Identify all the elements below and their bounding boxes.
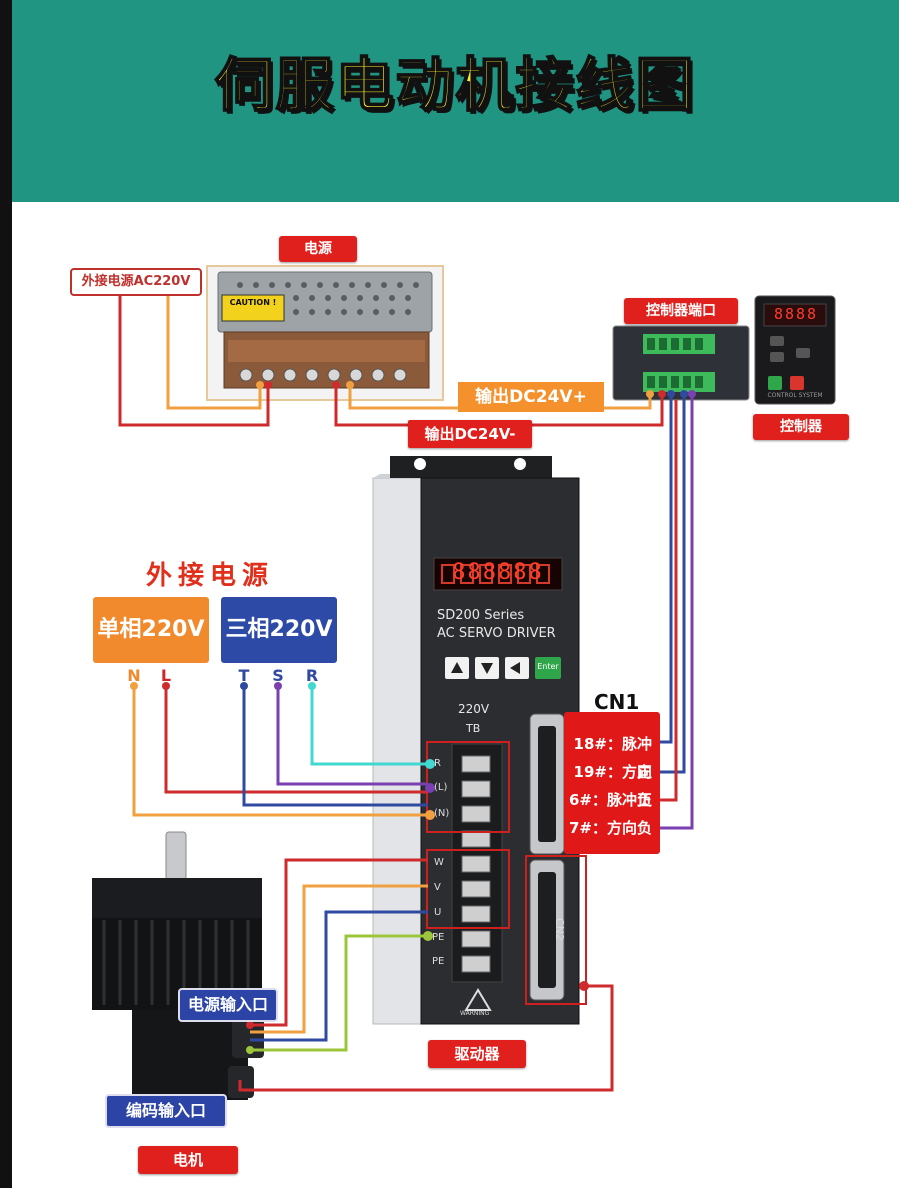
motor-label: 电机 — [138, 1146, 238, 1174]
power-supply-unit — [206, 265, 444, 401]
terminal-n-label: N — [127, 666, 141, 685]
controller-display: 8888 — [773, 305, 819, 323]
enter-button-label: Enter — [537, 662, 559, 671]
page-title: 伺服电动机接线图 — [214, 50, 696, 120]
cn1-title: CN1 — [594, 690, 640, 714]
warning-label: WARNING — [460, 1010, 490, 1017]
left-border — [0, 0, 12, 1188]
tb-l-label: (L) — [434, 782, 448, 793]
controller-label: 控制器 — [753, 414, 849, 440]
driver-model: AC SERVO DRIVER — [437, 626, 556, 641]
ac-input-label: 外接电源AC220V — [70, 268, 202, 296]
motor-power-input-label: 电源输入口 — [178, 988, 278, 1022]
cn1-pin-19: 19#：方向正 — [573, 763, 652, 809]
driver-display: 888888 — [452, 560, 544, 585]
motor-encoder-input-label: 编码输入口 — [105, 1094, 227, 1128]
cn2-label: CN2 — [553, 918, 566, 941]
terminal-r-label: R — [305, 666, 319, 685]
tb-u-label: U — [434, 907, 442, 918]
servo-driver-body — [372, 456, 587, 1025]
external-power-title: 外接电源 — [146, 561, 275, 591]
driver-voltage-label: 220V — [458, 702, 490, 716]
cn1-pin-6: 6#：脉冲负 — [568, 791, 652, 809]
output-dc24v-plus-label: 输出DC24V+ — [458, 382, 604, 412]
tb-pe2-label: PE — [432, 956, 445, 967]
controller-caption: CONTROL SYSTEM — [767, 392, 823, 399]
controller-port-module — [612, 325, 750, 401]
cn1-pin-box: 18#：脉冲正 19#：方向正 6#：脉冲负 7#：方向负 — [564, 712, 660, 854]
three-phase-box: 三相220V — [221, 597, 337, 663]
title-banner: 伺服电动机接线图 — [12, 0, 899, 202]
single-phase-box: 单相220V — [93, 597, 209, 663]
terminal-t-label: T — [238, 666, 250, 685]
driver-tb-label: TB — [466, 722, 481, 735]
terminal-s-label: S — [272, 666, 284, 685]
tb-n-label: (N) — [434, 808, 450, 819]
caution-sticker: CAUTION ! — [229, 298, 277, 307]
terminal-l-label: L — [160, 666, 172, 685]
driver-label: 驱动器 — [428, 1040, 526, 1068]
driver-series: SD200 Series — [437, 608, 525, 623]
tb-r-label: R — [434, 758, 441, 769]
power-supply-label: 电源 — [279, 236, 357, 262]
tb-v-label: V — [434, 882, 441, 893]
controller-port-label: 控制器端口 — [624, 298, 738, 324]
controller-device — [754, 295, 836, 405]
tb-w-label: W — [434, 857, 444, 868]
tb-pe1-label: PE — [432, 932, 445, 943]
servo-motor — [92, 831, 264, 1100]
cn1-pin-18: 18#：脉冲正 — [573, 735, 652, 781]
output-dc24v-minus-label: 输出DC24V- — [408, 420, 532, 448]
cn1-pin-7: 7#：方向负 — [568, 819, 652, 837]
